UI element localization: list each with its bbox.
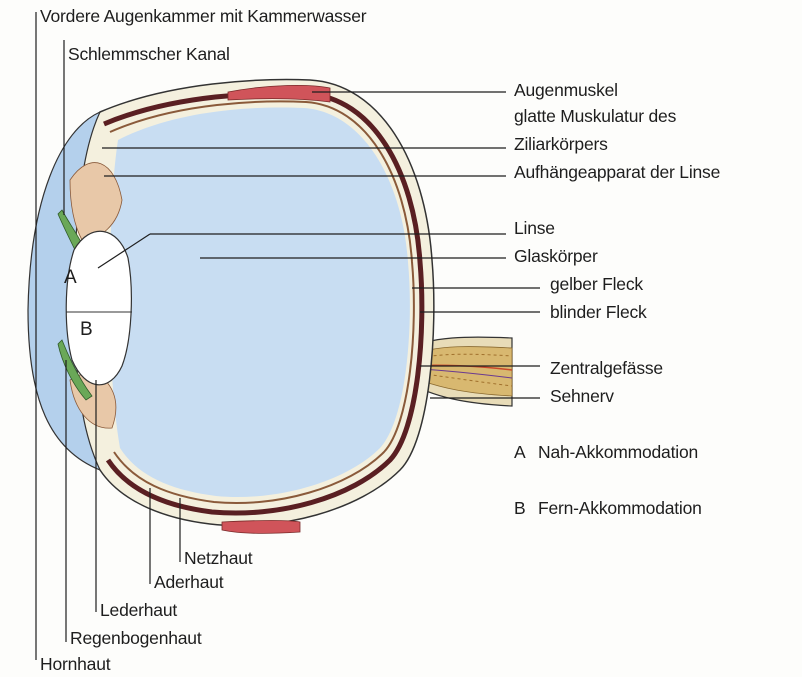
label-lederhaut: Lederhaut <box>100 600 177 620</box>
label-glaskoerper: Glaskörper <box>514 246 598 266</box>
label-glatte-muskulatur: glatte Muskulatur des <box>514 106 676 126</box>
label-gelber-fleck: gelber Fleck <box>550 274 643 294</box>
label-hornhaut: Hornhaut <box>40 654 110 674</box>
label-schlemmscher-kanal: Schlemmscher Kanal <box>68 44 230 64</box>
label-augenmuskel: Augenmuskel <box>514 80 618 100</box>
label-aderhaut: Aderhaut <box>154 572 223 592</box>
label-linse: Linse <box>514 218 555 238</box>
lens-letter-b: B <box>80 320 93 340</box>
label-zentralgefaesse: Zentralgefässe <box>550 358 663 378</box>
label-vordere-augenkammer: Vordere Augenkammer mit Kammerwasser <box>40 6 366 26</box>
label-regenbogenhaut: Regenbogenhaut <box>70 628 202 648</box>
label-ziliarkoerpers: Ziliarkörpers <box>514 134 608 154</box>
lens <box>66 231 131 385</box>
lens-letter-a: A <box>64 268 77 288</box>
legend-b-letter: B <box>514 498 525 518</box>
label-sehnerv: Sehnerv <box>550 386 614 406</box>
label-blinder-fleck: blinder Fleck <box>550 302 647 322</box>
eye-muscle-bottom <box>222 521 300 534</box>
label-netzhaut: Netzhaut <box>184 548 252 568</box>
label-aufhaengeapparat: Aufhängeapparat der Linse <box>514 162 720 182</box>
legend-b-text: Fern-Akkommodation <box>538 498 702 518</box>
vitreous-body <box>110 107 410 497</box>
legend-a-letter: A <box>514 442 525 462</box>
legend-a-text: Nah-Akkommodation <box>538 442 698 462</box>
